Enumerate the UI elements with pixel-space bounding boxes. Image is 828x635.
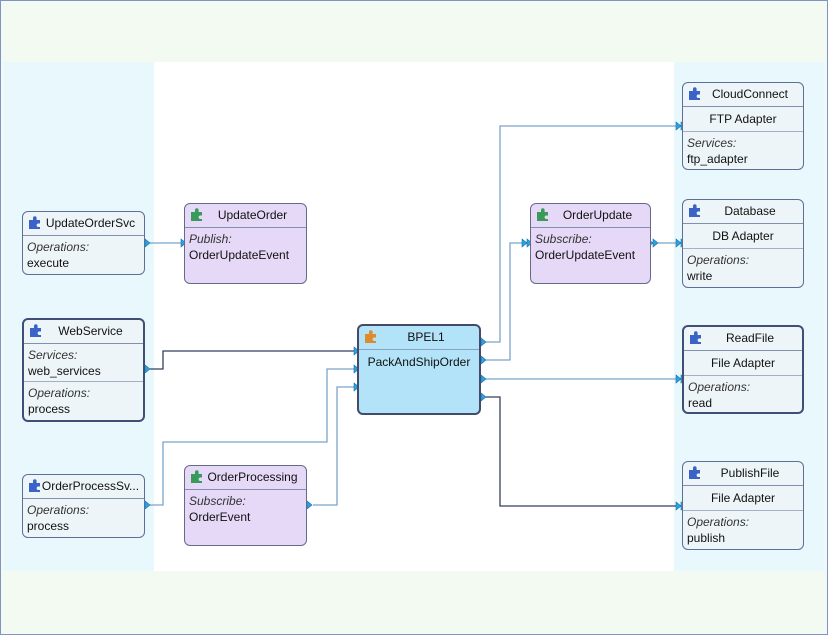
component-title: WebService (58, 324, 123, 338)
wire-bpel-cloudconnect[interactable] (486, 125, 680, 343)
component-title: CloudConnect (711, 87, 789, 101)
adapter-type: FTP Adapter (683, 107, 803, 132)
wire-bpel-orderupdate[interactable] (486, 242, 528, 361)
component-header: CloudConnect (683, 83, 803, 107)
component-title: UpdateOrder (217, 208, 288, 222)
publish-section: Publish: OrderUpdateEvent (185, 228, 306, 265)
operations-section: Operations: write (683, 249, 803, 286)
services-section: Services: ftp_adapter (683, 132, 803, 169)
component-header: OrderUpdate (531, 204, 650, 228)
puzzle-icon (30, 324, 41, 337)
component-title: OrderUpdate (562, 208, 633, 222)
adapter-type: File Adapter (683, 486, 803, 511)
section-value: process (28, 402, 71, 416)
section-value: write (687, 269, 713, 283)
order-processing-component[interactable]: OrderProcessing Subscribe: OrderEvent (184, 465, 307, 546)
wire-orderprocesssvc-bpel[interactable] (150, 368, 356, 506)
update-order-component[interactable]: UpdateOrder Publish: OrderUpdateEvent (184, 203, 307, 284)
component-title: BPEL1 (407, 330, 445, 344)
section-value: OrderEvent (189, 510, 251, 524)
cloud-connect-reference[interactable]: CloudConnect FTP Adapter Services: ftp_a… (682, 82, 804, 170)
operations-section: Operations: read (684, 376, 802, 412)
component-header: UpdateOrderSvc (23, 212, 144, 236)
publish-file-reference[interactable]: PublishFile File Adapter Operations: pub… (682, 461, 804, 550)
update-order-svc[interactable]: UpdateOrderSvc Operations: execute (22, 211, 145, 275)
section-label: Subscribe: (535, 232, 592, 246)
component-title: Database (724, 204, 776, 218)
section-value: process (27, 519, 70, 533)
component-header: BPEL1 (359, 326, 479, 349)
puzzle-icon (689, 204, 700, 217)
operations-section: Operations: process (24, 382, 143, 419)
section-label: Operations: (687, 515, 750, 529)
section-label: Services: (687, 136, 737, 150)
order-update-component[interactable]: OrderUpdate Subscribe: OrderUpdateEvent (530, 203, 651, 284)
read-file-reference[interactable]: ReadFile File Adapter Operations: read (682, 325, 804, 414)
section-label: Operations: (687, 253, 750, 267)
wire-webservice-bpel[interactable] (150, 350, 356, 370)
operations-section: Operations: process (23, 499, 144, 536)
section-value: publish (687, 531, 726, 545)
component-header: OrderProcessSv... (23, 475, 144, 499)
component-header: OrderProcessing (185, 466, 306, 490)
component-title: ReadFile (725, 331, 775, 345)
section-value: OrderUpdateEvent (535, 248, 636, 262)
component-header: ReadFile (684, 327, 802, 351)
puzzle-icon (689, 466, 700, 479)
section-label: Services: (28, 348, 78, 362)
subscribe-section: Subscribe: OrderUpdateEvent (531, 228, 650, 265)
component-title: OrderProcessSv... (41, 479, 140, 493)
adapter-type: File Adapter (684, 351, 802, 376)
wire-orderprocessing-bpel[interactable] (313, 386, 356, 506)
services-section: Services: web_services (24, 344, 143, 382)
puzzle-icon (191, 208, 202, 221)
section-label: Subscribe: (189, 494, 246, 508)
section-value: OrderUpdateEvent (189, 248, 290, 262)
component-header: WebService (24, 320, 143, 344)
puzzle-icon (365, 330, 376, 343)
puzzle-icon (537, 208, 548, 221)
section-value: ftp_adapter (687, 152, 748, 166)
component-header: PublishFile (683, 462, 803, 486)
section-label: Operations: (28, 386, 91, 400)
section-value: execute (27, 256, 70, 270)
bpel-process[interactable]: BPEL1 PackAndShipOrder (357, 324, 481, 415)
component-header: Database (683, 200, 803, 224)
puzzle-icon (191, 470, 202, 483)
puzzle-icon (29, 216, 40, 229)
component-title: PublishFile (720, 466, 780, 480)
operations-section: Operations: execute (23, 236, 144, 273)
section-label: Publish: (189, 232, 232, 246)
section-value: read (688, 396, 713, 410)
section-label: Operations: (27, 240, 90, 254)
section-value: web_services (28, 364, 101, 378)
puzzle-icon (689, 87, 700, 100)
subscribe-section: Subscribe: OrderEvent (185, 490, 306, 527)
web-service[interactable]: WebService Services: web_services Operat… (22, 318, 145, 422)
component-title: OrderProcessing (207, 470, 298, 484)
order-process-svc[interactable]: OrderProcessSv... Operations: process (22, 474, 145, 538)
component-title: UpdateOrderSvc (45, 216, 136, 230)
puzzle-icon (29, 479, 40, 492)
process-name: PackAndShipOrder (359, 349, 479, 374)
database-reference[interactable]: Database DB Adapter Operations: write (682, 199, 804, 288)
section-label: Operations: (688, 380, 751, 394)
adapter-type: DB Adapter (683, 224, 803, 249)
wire-bpel-publishfile[interactable] (486, 396, 680, 507)
puzzle-icon (690, 331, 701, 344)
section-label: Operations: (27, 503, 90, 517)
component-header: UpdateOrder (185, 204, 306, 228)
operations-section: Operations: publish (683, 511, 803, 548)
